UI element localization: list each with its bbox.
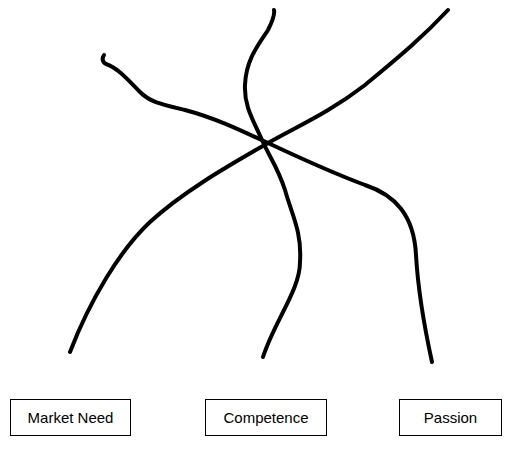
box-label: Passion (424, 409, 477, 427)
label-box: Market Need (10, 399, 131, 436)
strand (245, 10, 300, 357)
label-box: Competence (205, 399, 327, 436)
strand (70, 10, 448, 352)
strand (103, 55, 432, 362)
box-label: Market Need (28, 409, 114, 427)
label-box: Passion (399, 399, 502, 436)
box-label: Competence (223, 409, 308, 427)
